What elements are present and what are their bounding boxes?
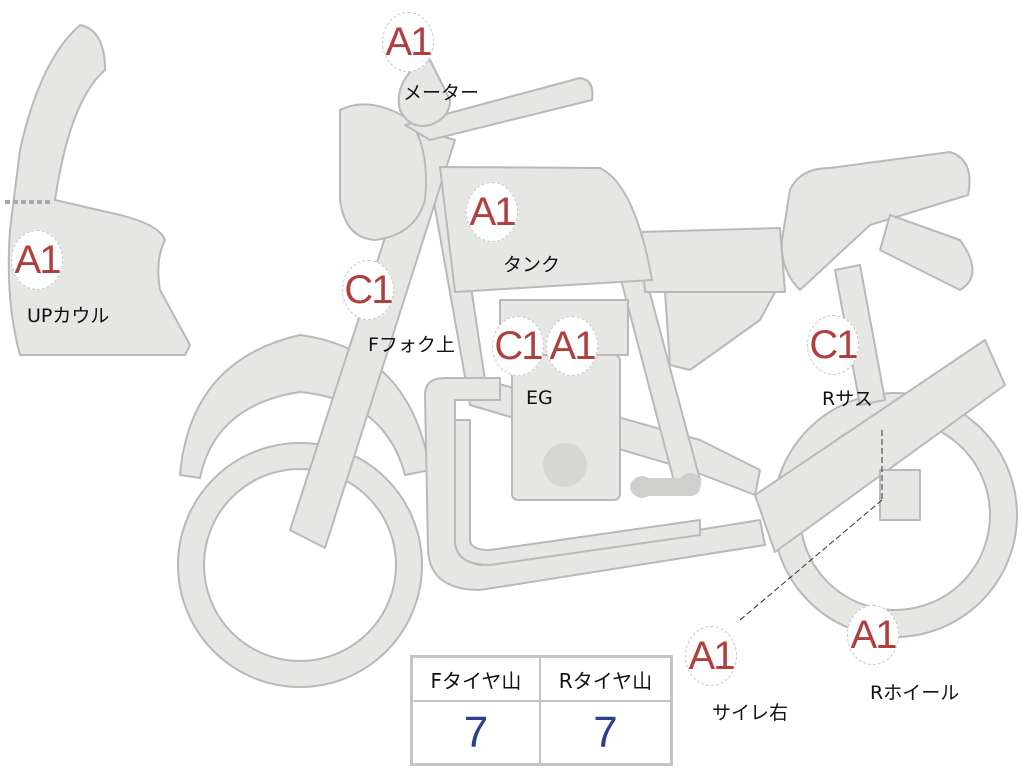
label-tank: タンク xyxy=(503,254,561,276)
grade-badge-rear-suspension: C1 xyxy=(807,315,859,375)
grade-badge-meter: A1 xyxy=(382,12,434,72)
label-meter: メーター xyxy=(403,82,480,104)
grade-badge-engine-c: C1 xyxy=(492,316,544,376)
label-front-fork: Fフォク上 xyxy=(368,334,455,356)
front-tread-header: Fタイヤ山 xyxy=(410,655,541,702)
side-cover[interactable] xyxy=(639,227,786,293)
label-rear-suspension: Rサス xyxy=(822,388,873,410)
label-rear-wheel: Rホイール xyxy=(870,682,960,704)
handlebar[interactable] xyxy=(404,77,594,141)
grade-badge-muffler: A1 xyxy=(685,626,737,686)
grade-badge-front-fork: C1 xyxy=(342,260,394,320)
grade-badge-rear-wheel: A1 xyxy=(847,605,899,665)
muffler[interactable] xyxy=(754,339,1006,553)
headlight[interactable] xyxy=(339,103,427,241)
rear-tread-value: 7 xyxy=(538,700,673,766)
grade-badge-upper-cowl: A1 xyxy=(11,230,63,290)
grade-badge-tank: A1 xyxy=(466,182,518,242)
label-upper-cowl: UPカウル xyxy=(27,305,110,327)
meter[interactable] xyxy=(397,59,451,127)
grade-badge-engine-a: A1 xyxy=(546,316,598,376)
seat[interactable] xyxy=(780,151,971,291)
tire-tread-table: Fタイヤ山 Rタイヤ山 7 7 xyxy=(410,655,673,766)
front-tread-value: 7 xyxy=(410,700,541,766)
label-engine: EG xyxy=(526,387,553,409)
label-muffler: サイレ右 xyxy=(712,702,789,724)
rear-tread-header: Rタイヤ山 xyxy=(538,655,673,702)
